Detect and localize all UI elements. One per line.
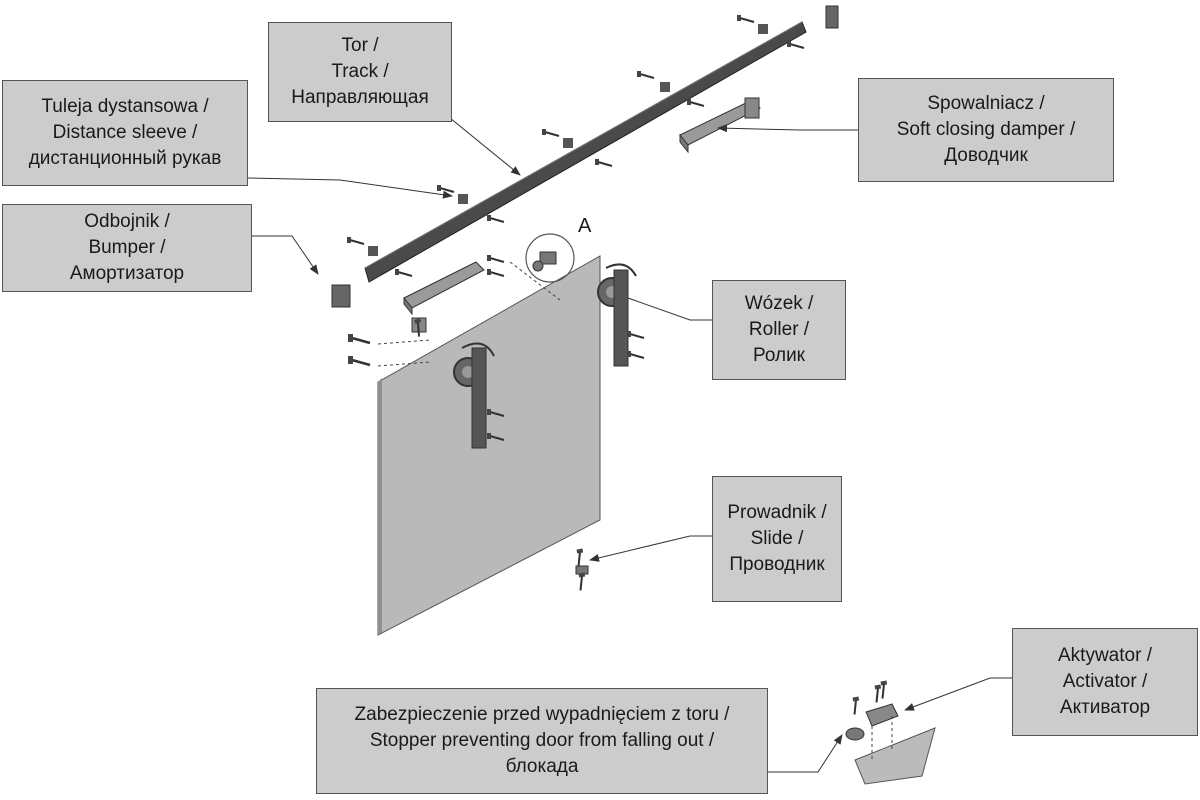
detail-a-label: A: [578, 215, 592, 237]
callout-slide: Prowadnik / Slide / Проводник: [712, 476, 842, 602]
activator-bracket-small: [411, 317, 427, 338]
detail-a-marker: [525, 233, 575, 283]
bumper-part: [331, 284, 351, 308]
distance-sleeve: [368, 246, 378, 256]
door-panel: [377, 255, 601, 636]
door-screws: [346, 254, 561, 367]
roller-right: [597, 263, 645, 367]
callout-distance-sleeve: Tuleja dystansowa / Distance sleeve / ди…: [2, 80, 248, 186]
roller-left: [453, 342, 505, 449]
activator-assembly: [845, 679, 936, 785]
track-bar: [364, 21, 807, 283]
distance-sleeve: [458, 194, 468, 204]
damper-left: [403, 261, 485, 316]
leader-lines: [247, 117, 1012, 773]
soft-closing-damper: [679, 97, 761, 154]
callout-roller: Wózek / Roller / Ролик: [712, 280, 846, 380]
callout-bumper: Odbojnik / Bumper / Амортизатор: [2, 204, 252, 292]
track-end-cap: [825, 5, 839, 29]
callout-track: Tor / Track / Направляющая: [268, 22, 452, 122]
distance-sleeve: [660, 82, 670, 92]
distance-sleeve: [758, 24, 768, 34]
callout-stopper: Zabezpieczenie przed wypadnięciem z toru…: [316, 688, 768, 794]
slide-guide-part: [574, 547, 589, 592]
callout-damper: Spowalniacz / Soft closing damper / Дово…: [858, 78, 1114, 182]
callout-activator: Aktywator / Activator / Активатор: [1012, 628, 1198, 736]
distance-sleeve-group: [346, 14, 805, 277]
distance-sleeve: [563, 138, 573, 148]
